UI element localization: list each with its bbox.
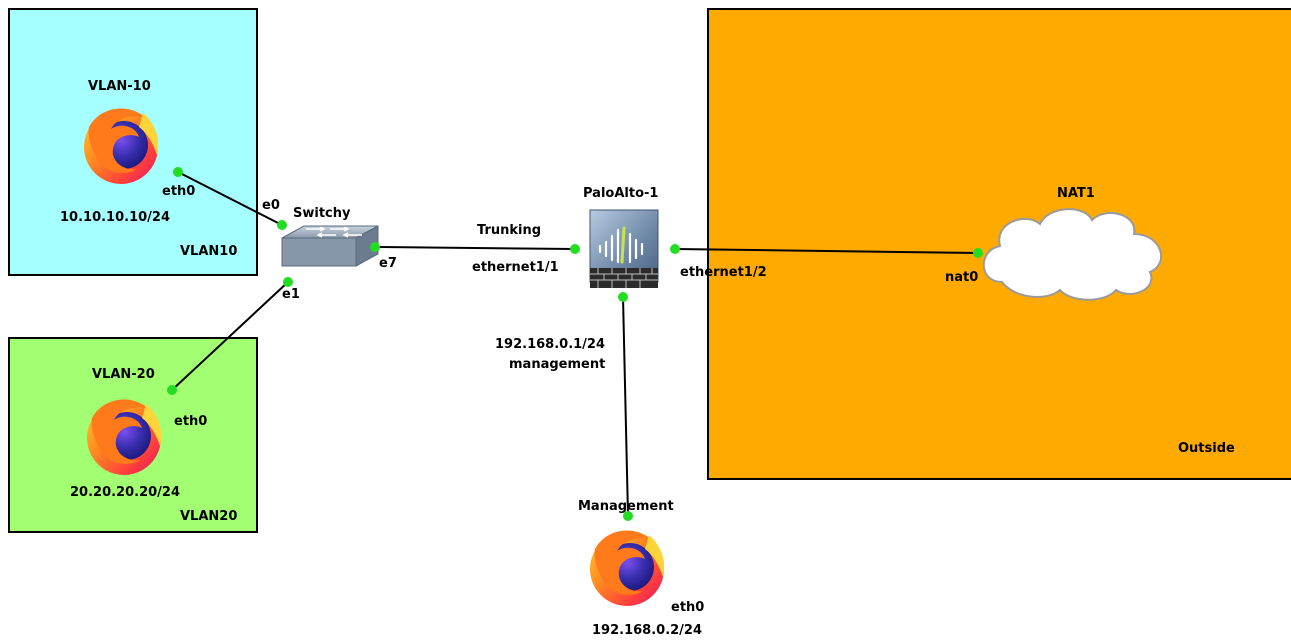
firewall-port-eth1-2: ethernet1/2 [680, 265, 767, 280]
switch-icon[interactable] [281, 225, 379, 267]
pc-vlan10-name: VLAN-10 [88, 79, 151, 94]
vlan20-zone-label: VLAN20 [180, 509, 238, 524]
pc-vlan10-iface: eth0 [162, 184, 196, 199]
pc-vlan20-firefox-icon[interactable] [87, 399, 162, 475]
pc-mgmt-name: Management [578, 499, 674, 514]
pc-mgmt-firefox-icon[interactable] [590, 530, 665, 606]
nat-port: nat0 [945, 270, 979, 285]
pc-vlan20-name: VLAN-20 [92, 367, 155, 382]
port-dot[interactable] [167, 385, 177, 395]
vlan10-zone-label: VLAN10 [180, 244, 238, 259]
firewall-icon[interactable] [589, 209, 659, 288]
firewall-mgmt-label: management [509, 357, 606, 372]
switch-port-e0: e0 [262, 198, 280, 213]
pc-vlan20-iface: eth0 [174, 414, 208, 429]
firewall-port-eth1-1: ethernet1/1 [472, 260, 559, 275]
pc-vlan10-firefox-icon[interactable] [84, 108, 159, 184]
nat-cloud-icon[interactable] [982, 208, 1162, 301]
port-dot[interactable] [670, 244, 680, 254]
links [171, 171, 979, 517]
link-vlan10-switch[interactable] [177, 171, 283, 226]
port-dot[interactable] [973, 248, 983, 258]
port-dot[interactable] [623, 511, 633, 521]
link-firewall-nat[interactable] [674, 248, 979, 254]
pc-mgmt-ip: 192.168.0.2/24 [592, 623, 703, 638]
port-dots [167, 167, 983, 521]
link-firewall-mgmt[interactable] [622, 296, 629, 517]
port-dot[interactable] [570, 244, 580, 254]
pc-mgmt-iface: eth0 [671, 600, 705, 615]
pc-vlan20-ip: 20.20.20.20/24 [70, 485, 181, 500]
link-switch-firewall[interactable] [374, 246, 576, 250]
port-dot[interactable] [618, 292, 628, 302]
firewall-mgmt-ip: 192.168.0.1/24 [495, 337, 606, 352]
pc-vlan10-ip: 10.10.10.10/24 [60, 210, 171, 225]
switch-port-e1: e1 [282, 287, 300, 302]
port-dot[interactable] [277, 220, 287, 230]
trunk-label: Trunking [477, 223, 542, 238]
port-dot[interactable] [173, 167, 183, 177]
outside-zone-label: Outside [1178, 441, 1235, 456]
switch-name: Switchy [293, 206, 351, 221]
port-dot[interactable] [283, 277, 293, 287]
nat-name: NAT1 [1057, 186, 1095, 201]
link-vlan20-switch[interactable] [171, 281, 289, 391]
port-dot[interactable] [370, 242, 380, 252]
firewall-name: PaloAlto-1 [583, 186, 659, 201]
switch-port-e7: e7 [379, 256, 397, 271]
